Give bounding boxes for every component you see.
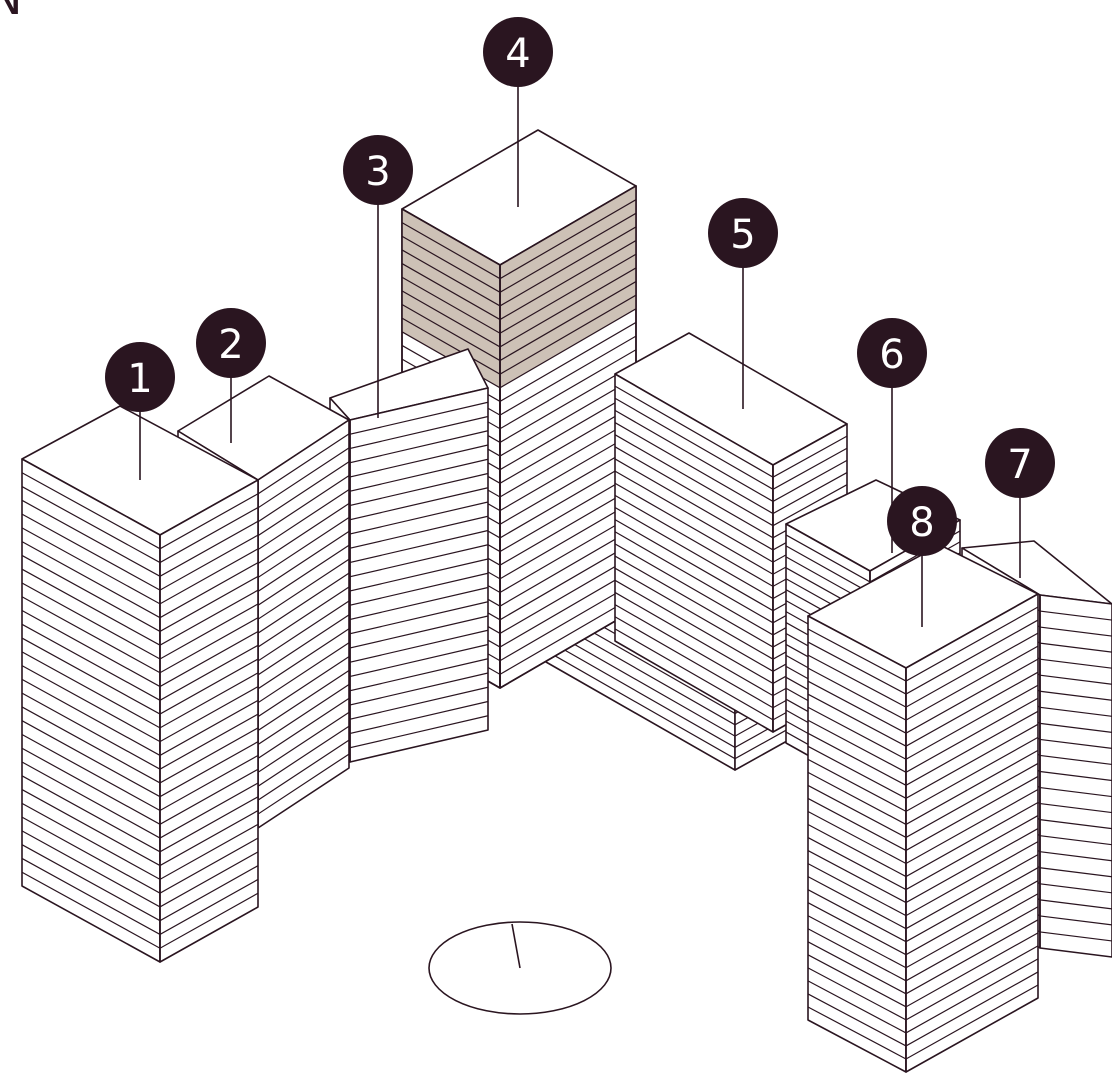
marker-circle <box>196 308 266 378</box>
marker-circle <box>708 198 778 268</box>
marker-label: 6 <box>879 332 904 378</box>
marker-circle <box>857 318 927 388</box>
marker-4[interactable]: 4 <box>483 17 553 207</box>
building-4 <box>401 129 637 689</box>
marker-2[interactable]: 2 <box>196 308 266 443</box>
marker-7[interactable]: 7 <box>985 428 1055 578</box>
marker-circle <box>105 342 175 412</box>
marker-label: 3 <box>365 149 390 195</box>
building-1 <box>21 405 259 963</box>
marker-label: 8 <box>909 500 934 546</box>
marker-label: 1 <box>127 356 152 402</box>
highlight-floors-left <box>402 209 500 388</box>
marker-5[interactable]: 5 <box>708 198 778 409</box>
marker-label: 7 <box>1007 442 1032 488</box>
facade-right <box>159 479 259 963</box>
building-markers: 1 2 3 4 5 6 7 8 <box>105 17 1055 627</box>
marker-1[interactable]: 1 <box>105 342 175 480</box>
facade-left <box>21 458 161 963</box>
compass-icon <box>428 921 612 1015</box>
marker-circle <box>985 428 1055 498</box>
marker-circle <box>887 486 957 556</box>
marker-8[interactable]: 8 <box>887 486 957 627</box>
facade-right <box>905 593 1039 1073</box>
marker-3[interactable]: 3 <box>343 135 413 418</box>
marker-circle <box>343 135 413 205</box>
north-label: N <box>0 0 22 25</box>
marker-label: 5 <box>730 212 755 258</box>
highlight-floors-right <box>500 186 636 388</box>
facade-left <box>807 615 907 1073</box>
marker-label: 4 <box>505 31 530 77</box>
buildings-layer <box>21 129 1112 1073</box>
building-3 <box>329 348 489 763</box>
building-8 <box>807 544 1039 1073</box>
marker-label: 2 <box>218 322 243 368</box>
marker-circle <box>483 17 553 87</box>
